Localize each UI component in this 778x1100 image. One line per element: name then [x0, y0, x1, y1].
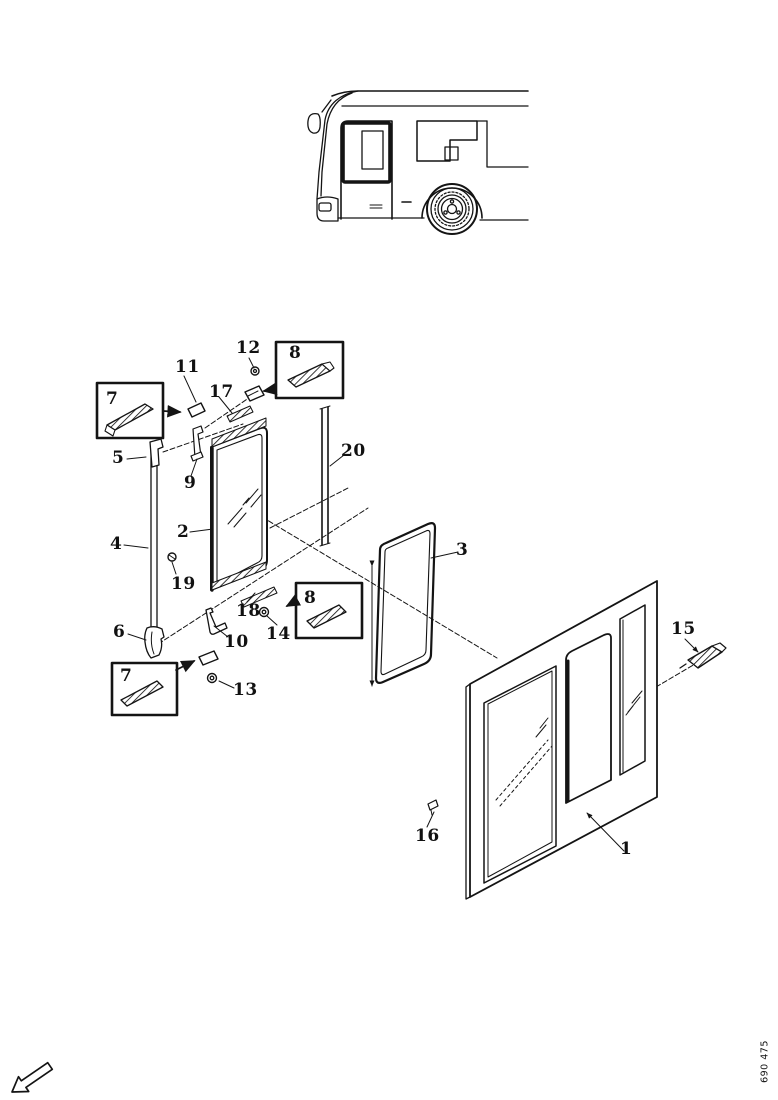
glass-reflection-marks [227, 488, 262, 528]
callout-4: 4 [110, 534, 123, 554]
callout-7-lower: 7 [120, 666, 133, 686]
part-18-rail-strip [240, 586, 278, 608]
figure-code: 690 475 [759, 1040, 771, 1083]
callout-7-upper: 7 [106, 389, 119, 409]
part-20-seal-strip [319, 405, 331, 547]
callout-17: 17 [209, 382, 234, 402]
callout-2: 2 [177, 522, 190, 542]
part-3-seal-frame [374, 522, 437, 684]
part-16-clip [427, 799, 439, 816]
part-12-nut [250, 366, 260, 376]
part-6-lower-end-piece [144, 626, 165, 659]
callout-20: 20 [341, 441, 366, 461]
callout-15: 15 [671, 619, 696, 639]
part-13-nut [206, 672, 218, 684]
part-11-clip [187, 402, 206, 418]
callout-13: 13 [233, 680, 258, 700]
glass-reflection-marks [495, 690, 643, 807]
part-5-upper-bracket [149, 438, 164, 468]
callout-18: 18 [236, 601, 261, 621]
part-19-screw [167, 552, 177, 562]
part-14-nut [258, 606, 270, 618]
detail-box-8-lower [285, 581, 364, 640]
callout-14: 14 [266, 624, 291, 644]
part-15-clip [679, 642, 727, 669]
callout-9: 9 [184, 473, 197, 493]
detail-box-7-upper [95, 381, 182, 440]
callout-leader-lines [123, 357, 699, 852]
part-10-bracket [205, 607, 228, 635]
part-8-clip [244, 385, 265, 402]
callout-5: 5 [112, 448, 125, 468]
callout-3: 3 [456, 540, 469, 560]
callout-12: 12 [236, 338, 261, 358]
part-4-guide-strip [150, 446, 158, 637]
callout-8-upper: 8 [289, 343, 302, 363]
detail-box-8-upper [262, 340, 345, 400]
callout-8-lower: 8 [304, 588, 317, 608]
callout-10: 10 [224, 632, 249, 652]
part-9-corner-bracket [190, 425, 204, 462]
exploded-view [95, 340, 727, 900]
part-7-clip [198, 650, 219, 666]
callout-6: 6 [113, 622, 126, 642]
callout-16: 16 [415, 826, 440, 846]
callout-19: 19 [171, 574, 196, 594]
callout-11: 11 [175, 357, 200, 377]
bus-side-view-illustration [307, 90, 529, 235]
callout-1: 1 [620, 839, 633, 859]
part-1-window-panel [465, 580, 658, 900]
direction-arrow-icon [11, 1061, 54, 1093]
detail-box-7-lower [110, 660, 196, 717]
part-17-rail-strip [226, 405, 254, 423]
part-2-window-frame [210, 417, 268, 592]
